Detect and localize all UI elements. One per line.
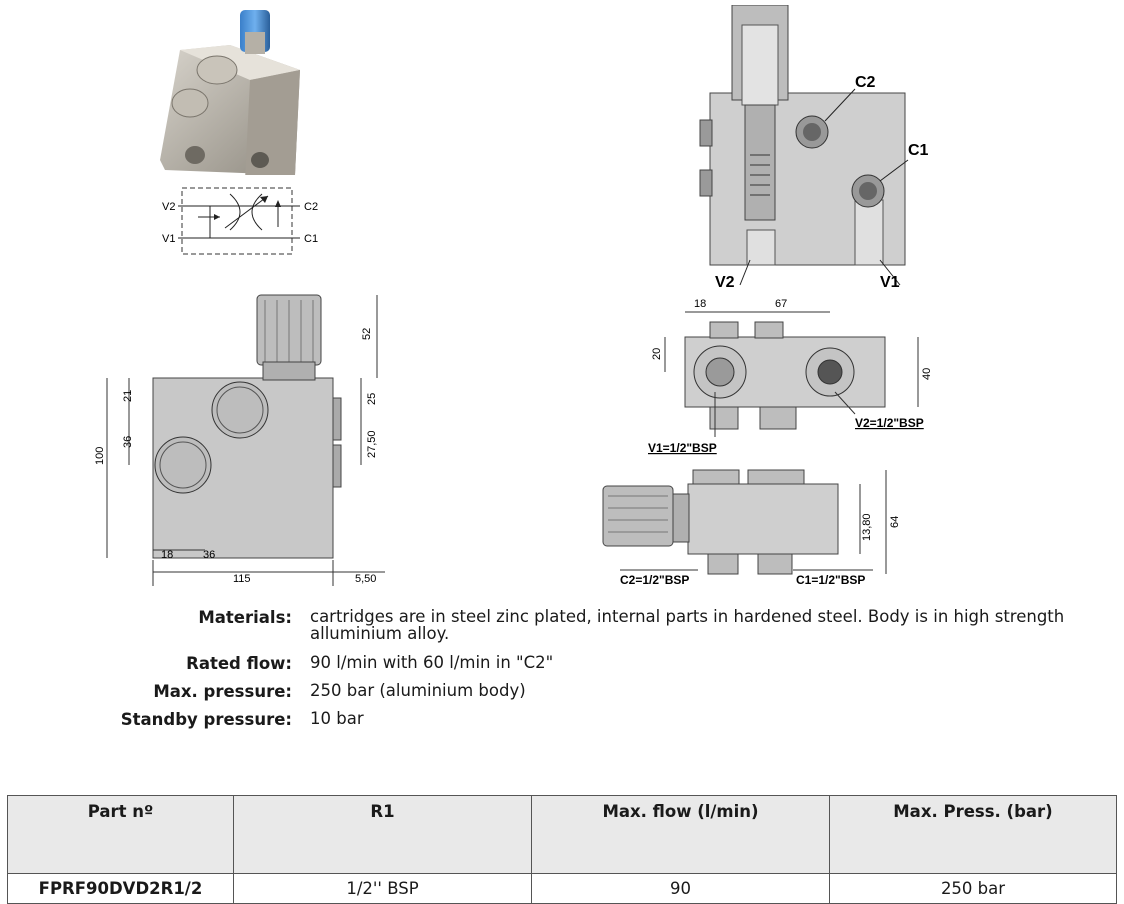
section-label-v1: V1 (880, 274, 900, 291)
top-dim-67: 67 (775, 298, 787, 310)
front-dim-25: 25 (366, 393, 378, 405)
hydraulic-symbol: V2 V1 C2 C1 (162, 187, 318, 255)
side-dim-13-80: 13,80 (861, 513, 873, 541)
parts-table: Part nº R1 Max. flow (l/min) Max. Press.… (7, 795, 1117, 904)
spec-label: Standby pressure: (120, 710, 292, 729)
section-label-v2: V2 (715, 274, 735, 291)
front-dim-36a: 36 (122, 436, 134, 448)
header-r1: R1 (233, 795, 532, 874)
top-port-v2: V2=1/2"BSP (855, 416, 924, 430)
top-dim-18: 18 (694, 298, 706, 310)
product-photo (160, 10, 300, 175)
cell-part-number: FPRF90DVD2R1/2 (7, 873, 234, 904)
symbol-port-c1: C1 (304, 233, 318, 245)
front-dim-27-50: 27,50 (366, 430, 378, 458)
header-max-flow: Max. flow (l/min) (531, 795, 830, 874)
spec-value: 250 bar (aluminium body) (310, 681, 526, 700)
symbol-port-v2: V2 (162, 201, 175, 213)
side-dim-64: 64 (889, 516, 901, 528)
table-header-row: Part nº R1 Max. flow (l/min) Max. Press.… (7, 795, 1117, 874)
front-dim-100: 100 (94, 447, 106, 465)
table-row: FPRF90DVD2R1/2 1/2'' BSP 90 250 bar (7, 873, 1117, 904)
cell-max-pressure: 250 bar (829, 873, 1117, 904)
section-drawing: C2 C1 V2 V1 (699, 5, 929, 291)
header-part-number: Part nº (7, 795, 234, 874)
front-view-drawing: 52 21 36 25 27,50 100 18 36 115 5,50 (94, 294, 385, 586)
section-label-c2: C2 (855, 74, 876, 91)
cell-max-flow: 90 (531, 873, 830, 904)
front-dim-21: 21 (122, 390, 134, 402)
top-dim-40: 40 (921, 368, 933, 380)
side-view-drawing: 13,80 64 C2=1/2"BSP C1=1/2"BSP (602, 469, 901, 587)
symbol-port-c2: C2 (304, 201, 318, 213)
spec-value: 10 bar (310, 709, 364, 728)
spec-value: 90 l/min with 60 l/min in "C2" (310, 653, 554, 672)
front-dim-115: 115 (233, 573, 251, 585)
front-dim-36b: 36 (203, 549, 215, 561)
cell-r1: 1/2'' BSP (233, 873, 532, 904)
top-port-v1: V1=1/2"BSP (648, 441, 717, 455)
section-label-c1: C1 (908, 142, 929, 159)
front-dim-5-50: 5,50 (355, 573, 376, 585)
side-port-c1: C1=1/2"BSP (796, 573, 865, 587)
side-port-c2: C2=1/2"BSP (620, 573, 689, 587)
symbol-port-v1: V1 (162, 233, 175, 245)
spec-label: Rated flow: (186, 654, 292, 673)
spec-value: cartridges are in steel zinc plated, int… (310, 607, 1065, 643)
header-max-pressure: Max. Press. (bar) (829, 795, 1117, 874)
front-dim-52: 52 (361, 328, 373, 340)
top-view-drawing: 18 67 20 40 V1=1/2"BSP V2=1/2"BSP (648, 298, 933, 455)
front-dim-18: 18 (161, 549, 173, 561)
spec-label: Materials: (198, 608, 292, 627)
top-dim-20: 20 (651, 348, 663, 360)
spec-label: Max. pressure: (153, 682, 292, 701)
